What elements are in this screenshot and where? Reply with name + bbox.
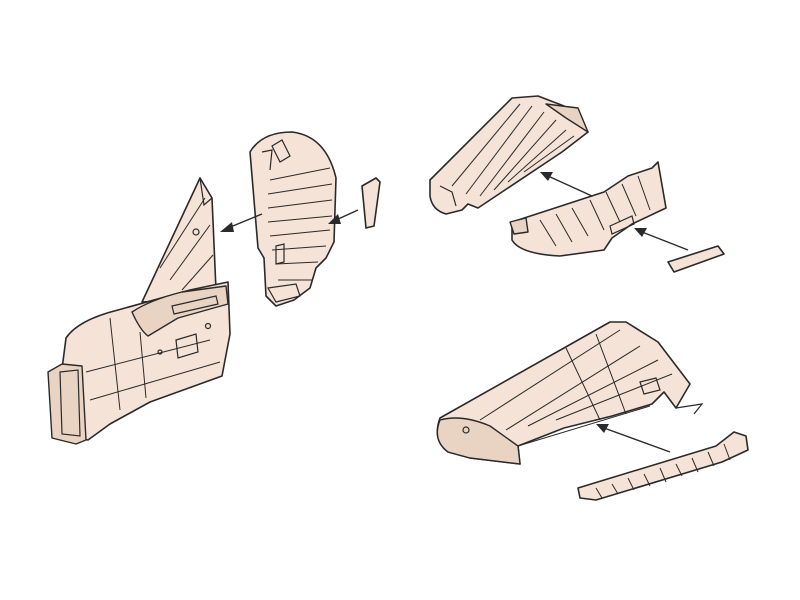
wing-assembly [436, 321, 749, 501]
stabilizer [429, 95, 589, 215]
elevator [509, 161, 667, 257]
elevator-tab-arrow [634, 228, 689, 251]
horizontal-stabilizer-assembly [429, 95, 725, 273]
trim-tab-arrow [328, 209, 359, 224]
elevator-trim-tab [667, 245, 725, 273]
rudder-trim-tab [361, 177, 381, 229]
aileron-arrow [596, 424, 671, 453]
vertical-fin [141, 177, 217, 303]
elevator-arrow [540, 172, 593, 197]
tail-fin-assembly [47, 131, 381, 445]
rudder [249, 131, 337, 307]
fuselage-tail-section [47, 281, 231, 445]
wing-section [436, 321, 704, 465]
aileron [577, 431, 749, 501]
rudder-arrow [220, 213, 263, 232]
